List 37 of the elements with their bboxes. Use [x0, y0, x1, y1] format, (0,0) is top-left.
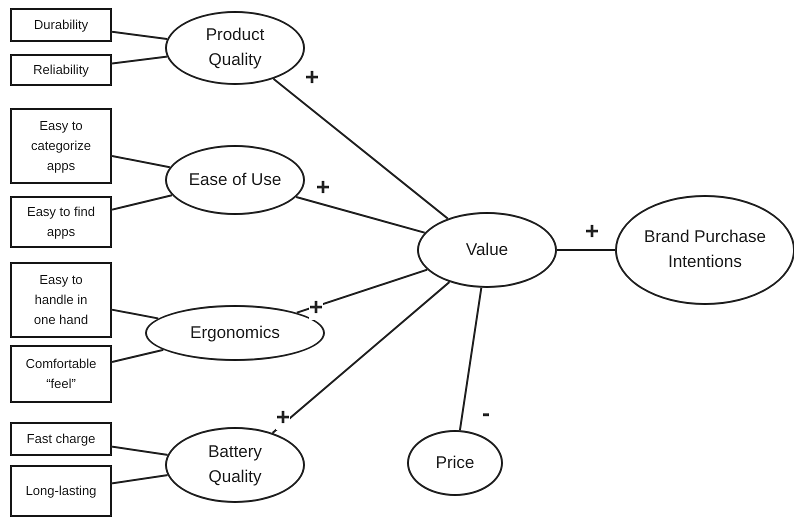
- node-label: Fast charge: [26, 430, 96, 448]
- connector-line: [112, 194, 172, 211]
- node-label: Durability: [34, 16, 88, 34]
- connector-line: [112, 30, 168, 40]
- connector-line: [296, 268, 428, 314]
- indicator-box: [10, 108, 112, 184]
- indicator-box: [10, 345, 112, 403]
- indicator-box: [10, 8, 112, 42]
- node-label: Value: [466, 238, 508, 261]
- node-label: Ease of Use: [188, 168, 282, 191]
- node-label: Price: [436, 452, 474, 474]
- indicator-box: [10, 54, 112, 86]
- connector-line: [112, 308, 158, 320]
- connector-line: [557, 249, 615, 251]
- connector-line: [296, 196, 425, 234]
- node-label: Easy to categorize apps: [30, 116, 92, 176]
- connector-line: [112, 348, 164, 363]
- connector-line: [458, 288, 482, 430]
- indicator-box: [10, 196, 112, 248]
- node-label: Easy to find apps: [26, 202, 96, 241]
- indicator-box: [10, 465, 112, 517]
- node-label: Long-lasting: [26, 482, 96, 500]
- connector-line: [272, 281, 450, 434]
- node-label: Reliability: [33, 60, 89, 79]
- node-label: Battery Quality: [207, 441, 263, 488]
- node-label: Product Quality: [204, 24, 266, 71]
- connector-line: [272, 78, 448, 220]
- indicator-box: [10, 422, 112, 456]
- node-label: Brand Purchase Intentions: [643, 226, 767, 273]
- connector-line: [112, 474, 168, 484]
- node-label: Easy to handle in one hand: [32, 270, 90, 330]
- connector-line: [112, 154, 170, 168]
- connector-line: [112, 56, 168, 65]
- node-label: Ergonomics: [190, 322, 280, 344]
- connector-line: [112, 446, 168, 456]
- indicator-box: [10, 262, 112, 338]
- node-label: Comfortable “feel”: [24, 354, 98, 393]
